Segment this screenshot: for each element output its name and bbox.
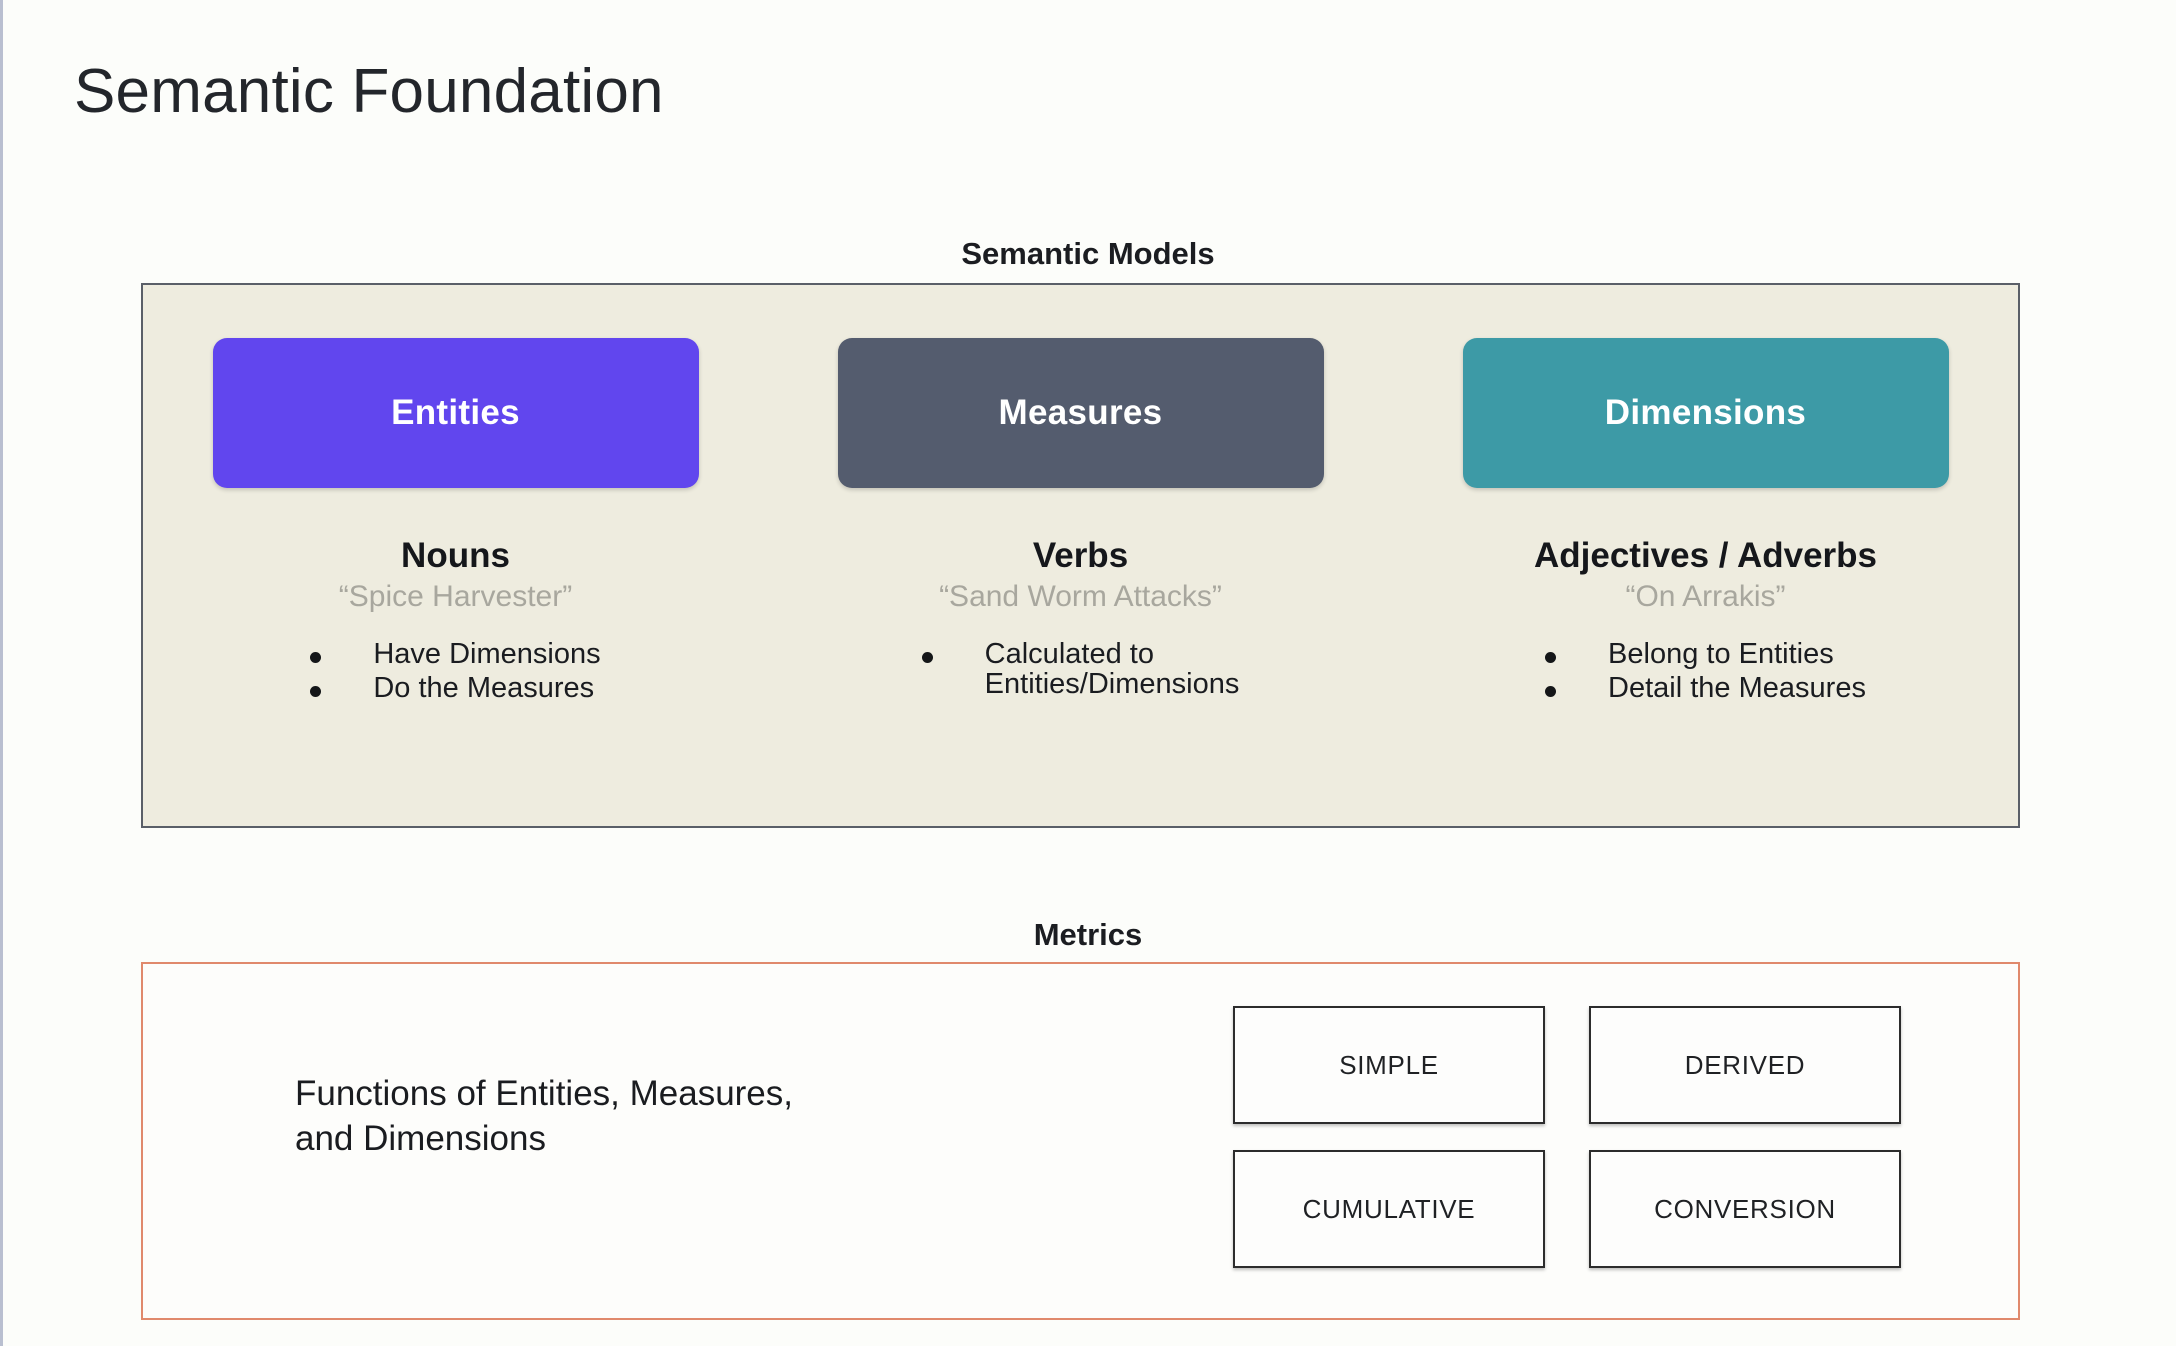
metrics-panel: Functions of Entities, Measures, and Dim… — [141, 962, 2020, 1320]
bullet-dot-icon — [310, 685, 322, 697]
metric-box-simple[interactable]: SIMPLE — [1233, 1006, 1545, 1124]
metric-box-simple-label: SIMPLE — [1339, 1049, 1439, 1080]
model-column-dimensions: Dimensions Adjectives / Adverbs “On Arra… — [1393, 285, 2018, 826]
metric-box-derived-label: DERIVED — [1684, 1049, 1806, 1080]
measures-part-of-speech: Verbs — [1032, 536, 1129, 575]
metric-box-conversion[interactable]: CONVERSION — [1589, 1150, 1901, 1268]
measures-example: “Sand Worm Attacks” — [939, 580, 1222, 613]
entities-bullet-1: Have Dimensions — [373, 638, 601, 670]
list-item: Belong to Entities — [1545, 638, 1866, 670]
model-column-entities: Entities Nouns “Spice Harvester” Have Di… — [143, 285, 768, 826]
metric-box-derived[interactable]: DERIVED — [1589, 1006, 1901, 1124]
metric-box-cumulative[interactable]: CUMULATIVE — [1233, 1150, 1545, 1268]
dimensions-bullet-2: Detail the Measures — [1608, 671, 1866, 704]
bullet-dot-icon — [1545, 685, 1557, 697]
entities-bullet-2: Do the Measures — [373, 671, 595, 704]
page-title: Semantic Foundation — [74, 57, 664, 126]
chip-entities[interactable]: Entities — [212, 338, 699, 488]
chip-dimensions[interactable]: Dimensions — [1462, 338, 1949, 488]
entities-bullet-list: Have Dimensions Do the Measures — [310, 638, 601, 707]
chip-dimensions-label: Dimensions — [1604, 393, 1807, 432]
metrics-type-grid: SIMPLE DERIVED CUMULATIVE CONVERSION — [1233, 1006, 1901, 1268]
dimensions-bullet-1: Belong to Entities — [1608, 638, 1834, 670]
list-item: Detail the Measures — [1545, 671, 1866, 704]
bullet-dot-icon — [310, 652, 322, 663]
measures-bullet-list: Calculated to Entities/Dimensions — [921, 638, 1240, 703]
bullet-dot-icon — [1545, 652, 1557, 663]
dimensions-part-of-speech: Adjectives / Adverbs — [1533, 536, 1877, 575]
dimensions-bullet-list: Belong to Entities Detail the Measures — [1545, 638, 1866, 707]
bullet-dot-icon — [921, 652, 933, 663]
chip-measures[interactable]: Measures — [837, 338, 1324, 488]
semantic-models-caption: Semantic Models — [961, 236, 1215, 271]
semantic-models-grid: Entities Nouns “Spice Harvester” Have Di… — [143, 285, 2018, 826]
entities-example: “Spice Harvester” — [338, 580, 573, 613]
dimensions-example: “On Arrakis” — [1625, 580, 1786, 613]
metrics-caption: Metrics — [1033, 917, 1143, 952]
semantic-models-panel: Entities Nouns “Spice Harvester” Have Di… — [141, 283, 2020, 828]
model-column-measures: Measures Verbs “Sand Worm Attacks” Calcu… — [768, 285, 1393, 826]
entities-part-of-speech: Nouns — [401, 536, 510, 575]
chip-measures-label: Measures — [998, 393, 1163, 432]
chip-entities-label: Entities — [391, 393, 520, 432]
list-item: Do the Measures — [310, 671, 600, 704]
metric-box-conversion-label: CONVERSION — [1654, 1193, 1836, 1224]
measures-bullet-1: Calculated to Entities/Dimensions — [984, 638, 1240, 700]
metric-box-cumulative-label: CUMULATIVE — [1302, 1193, 1476, 1224]
left-edge-rail — [0, 0, 3, 1346]
metrics-description: Functions of Entities, Measures, and Dim… — [295, 1074, 793, 1158]
list-item: Have Dimensions — [310, 638, 601, 670]
list-item: Calculated to Entities/Dimensions — [921, 638, 1240, 700]
